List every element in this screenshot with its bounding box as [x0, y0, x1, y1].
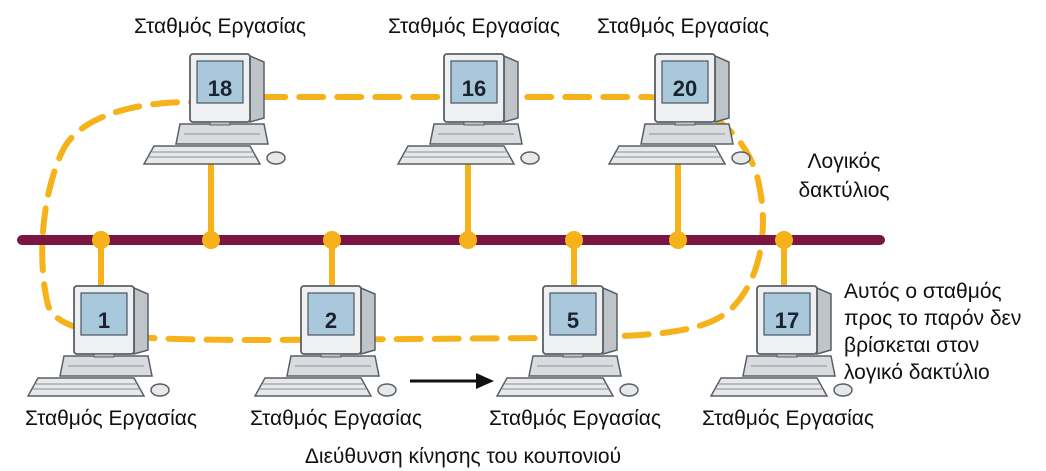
- excluded-note-line1: Αυτός ο σταθμός: [844, 280, 1002, 303]
- station-label-2: Σταθμός Εργασίας: [250, 407, 422, 430]
- workstation-number: 17: [775, 308, 799, 333]
- station-label-5: Σταθμός Εργασίας: [489, 407, 661, 430]
- workstation-16: 16: [397, 53, 540, 165]
- station-label-16: Σταθμός Εργασίας: [388, 15, 560, 38]
- token-direction-label: Διεύθυνση κίνησης του κουπονιού: [305, 445, 621, 468]
- workstation-20: 20: [608, 53, 751, 165]
- workstation-2: 2: [254, 285, 397, 397]
- workstation-number: 5: [567, 308, 579, 333]
- excluded-note-line4: λογικό δακτύλιο: [844, 361, 990, 384]
- junction-1: [92, 231, 110, 249]
- logical-ring-label-line1: Λογικός: [808, 150, 881, 173]
- workstation-1: 1: [27, 285, 170, 397]
- workstation-18: 18: [143, 53, 286, 165]
- junction-2: [323, 231, 341, 249]
- workstation-number: 2: [325, 308, 337, 333]
- workstation-number: 1: [98, 308, 110, 333]
- junction-17: [775, 231, 793, 249]
- excluded-note-line3: βρίσκεται στον: [844, 334, 979, 357]
- junction-18: [202, 231, 220, 249]
- station-label-1: Σταθμός Εργασίας: [25, 407, 197, 430]
- logical-ring: [39, 94, 766, 344]
- connectors: [98, 148, 787, 300]
- junction-dots: [92, 231, 793, 249]
- station-label-20: Σταθμός Εργασίας: [597, 15, 769, 38]
- workstation-number: 18: [208, 76, 232, 101]
- excluded-note-line2: προς το παρόν δεν: [844, 307, 1021, 330]
- junction-20: [669, 231, 687, 249]
- station-label-17: Σταθμός Εργασίας: [702, 407, 874, 430]
- logical-ring-label-line2: δακτύλιος: [798, 179, 889, 202]
- workstation-17: 17: [710, 285, 853, 397]
- workstation-5: 5: [496, 285, 639, 397]
- workstation-number: 16: [462, 76, 486, 101]
- junction-16: [459, 231, 477, 249]
- workstation-number: 20: [673, 76, 697, 101]
- direction-arrow-icon: [410, 373, 494, 389]
- station-label-18: Σταθμός Εργασίας: [134, 15, 306, 38]
- junction-5: [565, 231, 583, 249]
